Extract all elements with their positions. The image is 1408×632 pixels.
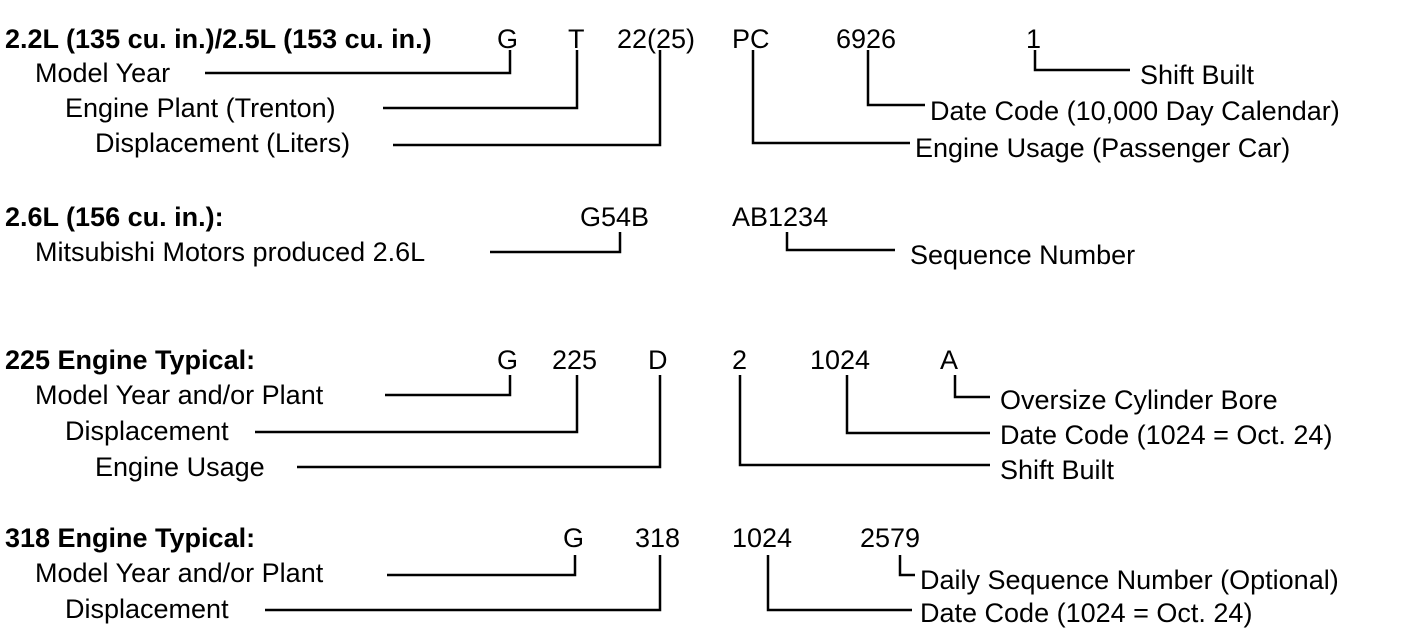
leader-engine-usage-225 <box>297 375 662 469</box>
label-318-displacement: Displacement <box>65 594 229 624</box>
code-engine-plant: T <box>568 24 585 54</box>
label-225-engine-usage: Engine Usage <box>95 452 265 482</box>
leader-shift-built <box>1033 50 1130 72</box>
label-daily-sequence: Daily Sequence Number (Optional) <box>920 565 1339 595</box>
code-225-model-year: G <box>497 345 519 375</box>
code-225-usage: D <box>648 345 668 375</box>
leader-model-year <box>205 50 512 75</box>
leader-displacement-liters <box>393 50 662 147</box>
label-model-year: Model Year <box>35 58 171 88</box>
code-g54b: G54B <box>580 202 650 232</box>
code-shift: 1 <box>1026 24 1042 54</box>
label-318-model-year-plant: Model Year and/or Plant <box>35 558 324 588</box>
code-318-date: 1024 <box>732 523 793 553</box>
leader-engine-plant <box>383 50 579 110</box>
code-date: 6926 <box>836 24 897 54</box>
code-displacement: 22(25) <box>617 24 696 54</box>
label-sequence-number: Sequence Number <box>910 240 1136 270</box>
label-displacement-liters: Displacement (Liters) <box>95 128 351 158</box>
code-225-date: 1024 <box>810 345 871 375</box>
code-model-year: G <box>497 24 519 54</box>
code-ab1234: AB1234 <box>732 202 829 232</box>
code-318-model-year: G <box>563 523 585 553</box>
code-318-sequence: 2579 <box>860 523 921 553</box>
leader-daily-sequence <box>898 555 915 577</box>
leader-model-year-plant-318 <box>387 555 577 577</box>
leader-date-code-10000 <box>866 50 925 107</box>
leader-mitsubishi <box>490 232 622 254</box>
code-225-displacement: 225 <box>552 345 598 375</box>
leader-sequence-number <box>785 232 895 252</box>
label-225-shift-built: Shift Built <box>1000 455 1115 485</box>
section-4-heading: 318 Engine Typical: <box>5 523 256 553</box>
leader-displacement-318 <box>265 555 662 612</box>
code-225-oversize: A <box>940 345 959 375</box>
label-date-code-10000: Date Code (10,000 Day Calendar) <box>930 96 1340 126</box>
leader-displacement-225 <box>255 375 579 434</box>
label-225-displacement: Displacement <box>65 416 229 446</box>
leader-shift-built-225 <box>738 375 990 467</box>
label-318-date-code: Date Code (1024 = Oct. 24) <box>920 598 1253 628</box>
leader-date-code-318 <box>766 555 912 612</box>
code-318-displacement: 318 <box>635 523 681 553</box>
section-1-heading: 2.2L (135 cu. in.)/2.5L (153 cu. in.) <box>5 24 432 54</box>
label-mitsubishi: Mitsubishi Motors produced 2.6L <box>35 237 426 267</box>
label-shift-built: Shift Built <box>1140 60 1255 90</box>
leader-oversize-bore <box>953 375 990 399</box>
code-engine-usage: PC <box>732 24 770 54</box>
leader-engine-usage-pc <box>751 50 910 145</box>
leader-model-year-plant-225 <box>385 375 512 397</box>
leader-date-code-225 <box>845 375 990 435</box>
label-engine-plant: Engine Plant (Trenton) <box>65 93 336 123</box>
section-3-heading: 225 Engine Typical: <box>5 345 256 375</box>
label-225-model-year-plant: Model Year and/or Plant <box>35 380 324 410</box>
label-engine-usage-pc: Engine Usage (Passenger Car) <box>915 133 1291 163</box>
code-225-shift: 2 <box>732 345 748 375</box>
label-oversize-bore: Oversize Cylinder Bore <box>1000 385 1278 415</box>
label-225-date-code: Date Code (1024 = Oct. 24) <box>1000 420 1333 450</box>
section-2-heading: 2.6L (156 cu. in.): <box>5 202 224 232</box>
